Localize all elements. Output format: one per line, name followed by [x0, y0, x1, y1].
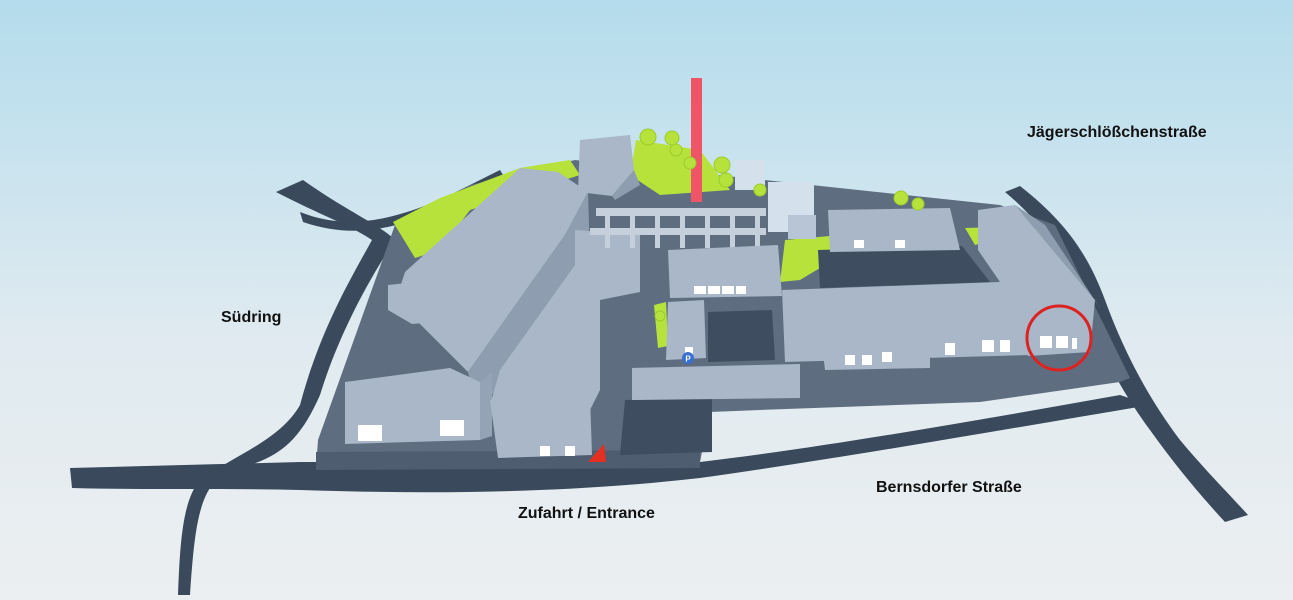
tree-icon	[654, 310, 666, 322]
label-bernsdorfer-strasse: Bernsdorfer Straße	[876, 479, 1022, 496]
courtyard-center	[708, 310, 775, 362]
tree-icon	[893, 190, 909, 206]
windows	[358, 240, 1077, 456]
building-right-annex	[822, 342, 930, 370]
chimney	[691, 78, 702, 202]
green-area-top	[630, 140, 730, 195]
trees	[639, 128, 925, 322]
pipe-bridge	[590, 208, 766, 248]
parking-icon	[682, 352, 694, 364]
building-middle-long	[490, 230, 640, 410]
building-top-tall-side	[612, 170, 640, 200]
tree-icon	[639, 128, 657, 146]
building-top-tall	[578, 135, 634, 196]
tree-icon	[683, 156, 697, 170]
green-area-center	[780, 236, 830, 282]
building-middle-front	[490, 396, 592, 458]
tree-icon	[669, 143, 683, 157]
parking-label: P	[685, 355, 691, 364]
building-right-top	[828, 208, 960, 252]
courtyard-right	[818, 246, 990, 288]
tree-icon	[713, 156, 731, 174]
building-left-wing	[388, 278, 458, 324]
courtyards	[620, 246, 990, 455]
tree-icon	[753, 183, 767, 197]
building-right-big	[782, 282, 1030, 362]
building-long-left-side	[468, 192, 590, 395]
building-front-row	[632, 364, 800, 400]
label-jaegerschloesschenstrasse: Jägerschlößchenstraße	[1027, 124, 1207, 141]
label-suedring: Südring	[221, 309, 282, 326]
jaegerschloesschenstrasse-road	[1005, 186, 1248, 522]
building-front-left-side	[480, 372, 492, 440]
entrance-marker-triangle-icon	[588, 444, 606, 462]
building-far-right	[978, 205, 1095, 356]
building-center-lower	[666, 300, 706, 360]
tree-icon	[664, 130, 680, 146]
highlight-circle-icon	[1025, 304, 1093, 372]
tree-icon	[718, 172, 734, 188]
label-entrance: Zufahrt / Entrance	[518, 505, 655, 522]
building-center	[668, 245, 782, 298]
tree-icon	[911, 197, 925, 211]
courtyard-front	[620, 398, 712, 455]
building-small-top	[788, 215, 816, 239]
